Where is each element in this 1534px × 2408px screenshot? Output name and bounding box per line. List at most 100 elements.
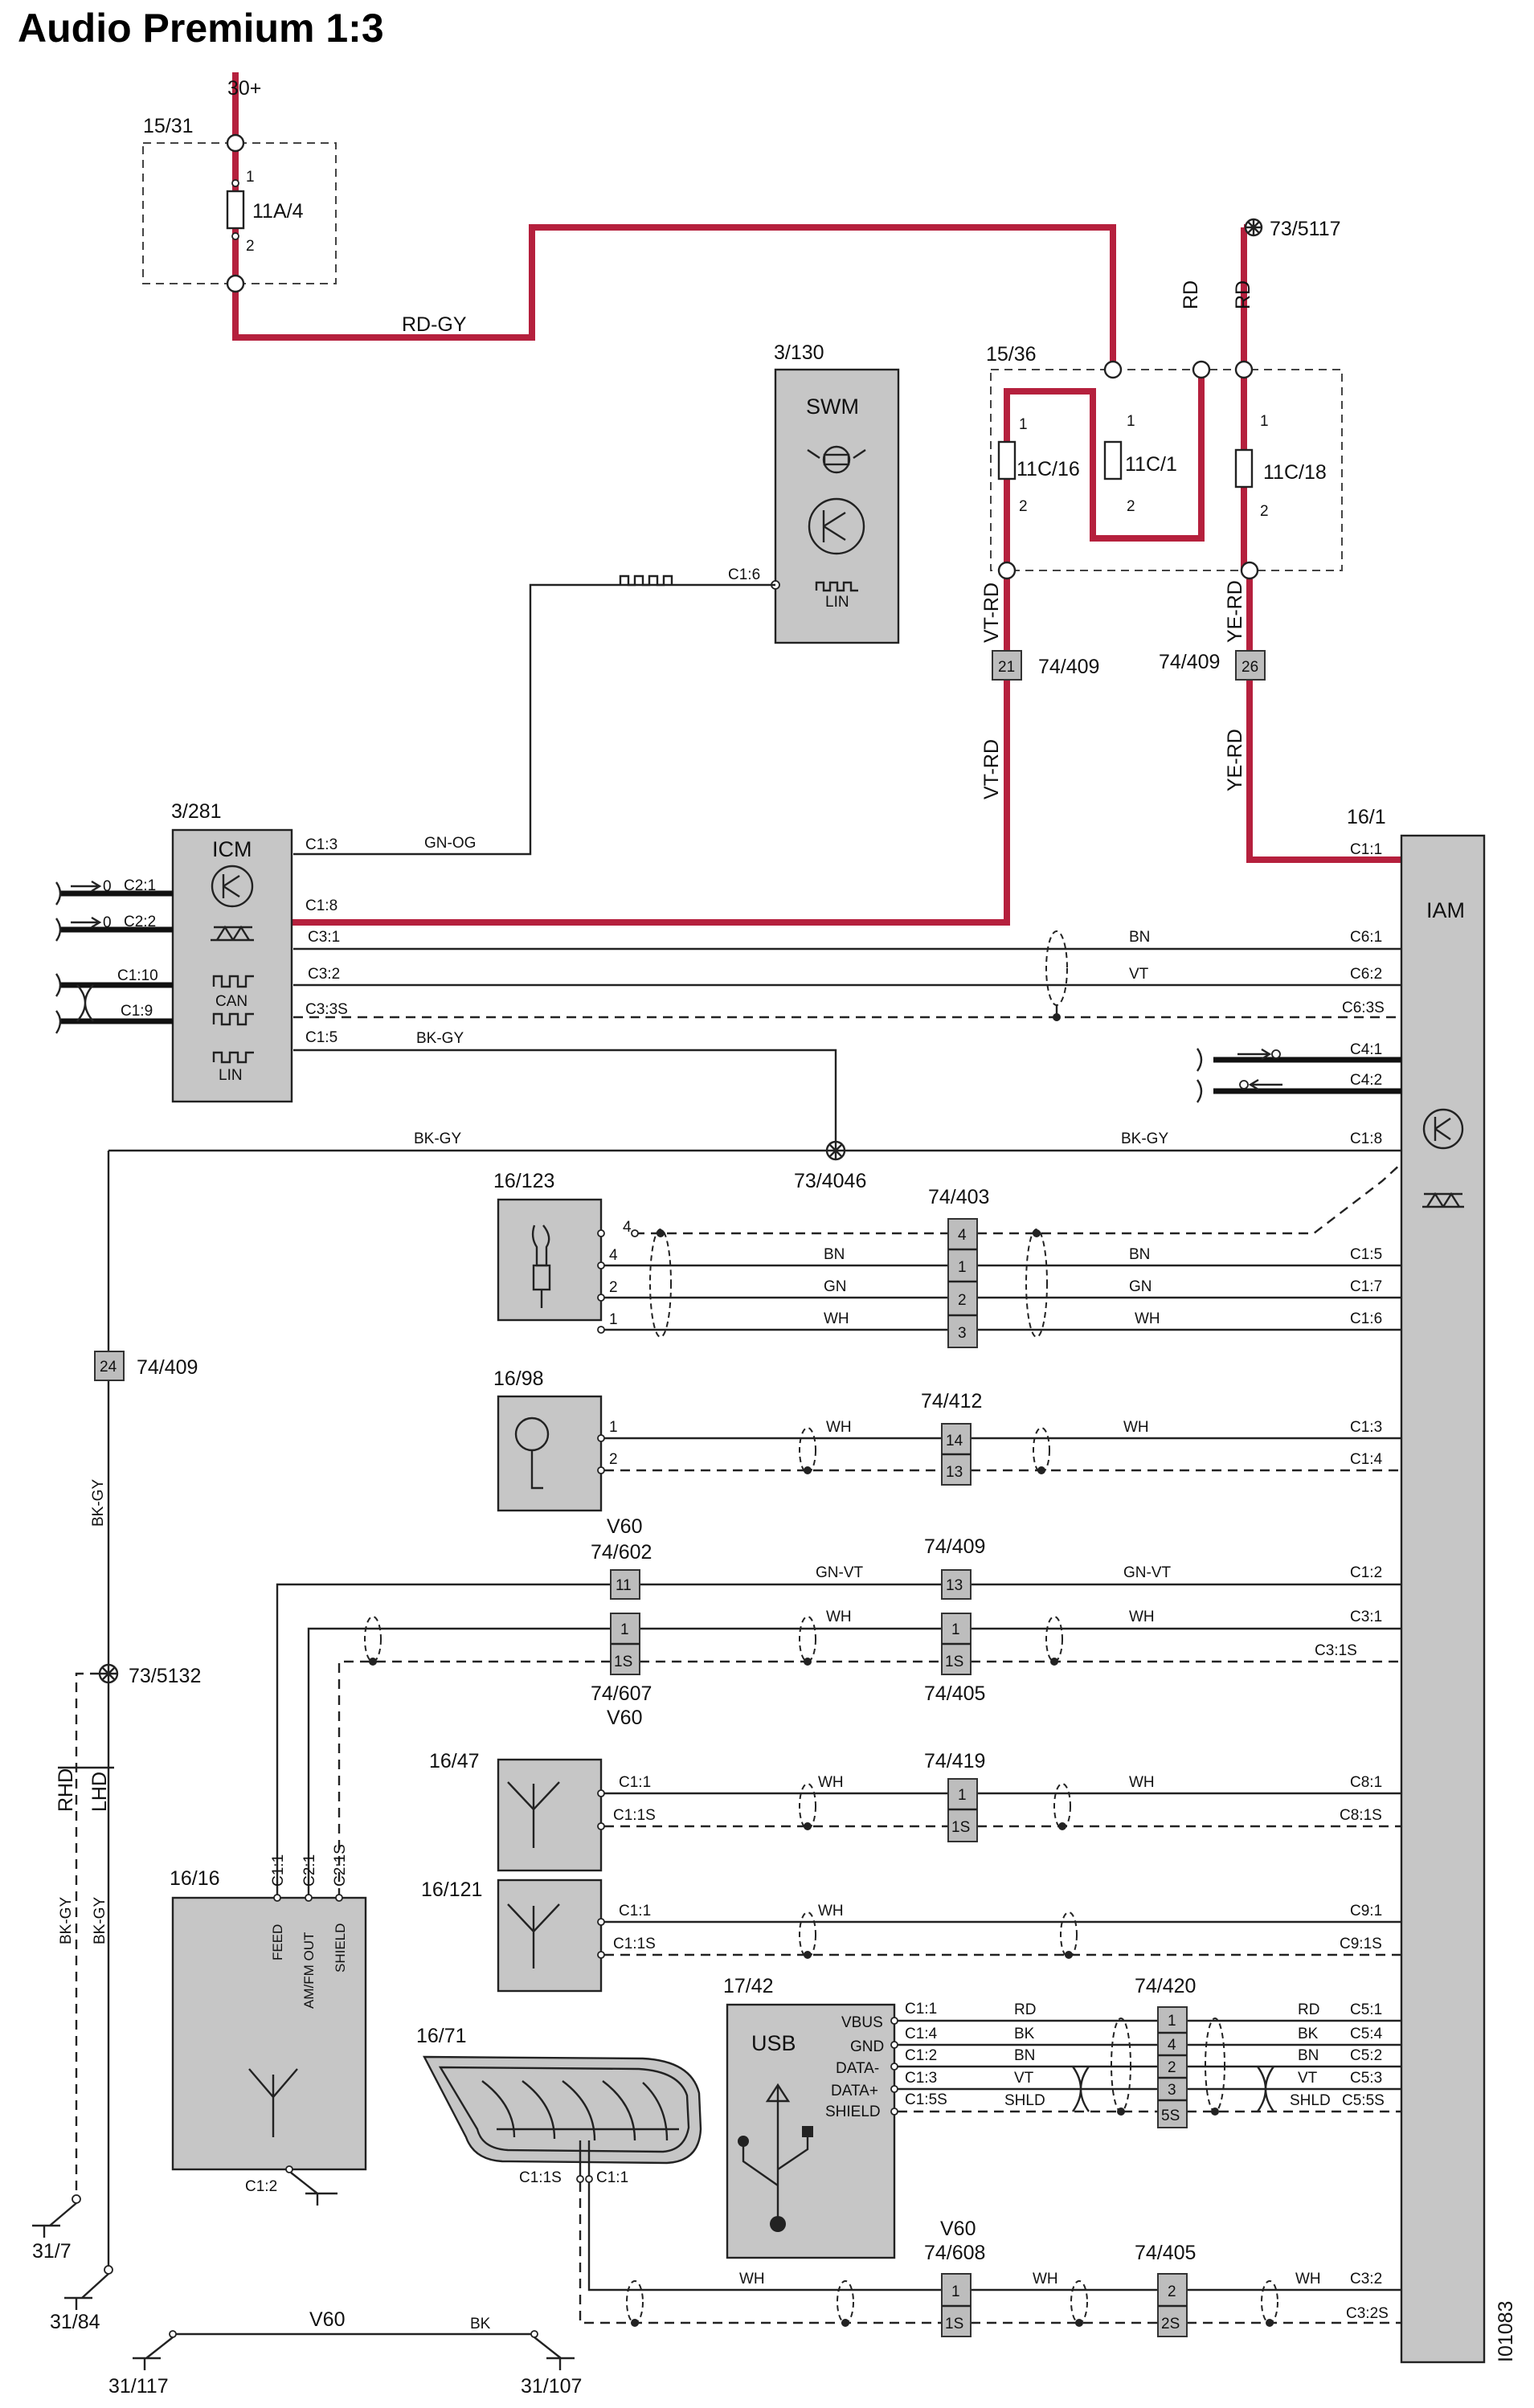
pin-label: C1:8 (305, 897, 337, 914)
pin-label: C3:1S (1315, 1642, 1357, 1659)
usb-port-17-42: 17/42 USB VBUS GND DATA- DATA+ SHIELD C1… (723, 1975, 1401, 2259)
wire-label-rd-gy: RD-GY (402, 313, 467, 336)
v60-label: V60 (607, 1515, 642, 1538)
pin-label: C1:5 (305, 1029, 337, 1046)
pin-label: C1:3 (1350, 1419, 1382, 1436)
v60-label: V60 (940, 2218, 976, 2240)
lin-signal-icon (212, 1051, 254, 1064)
pin-label: C3:2 (308, 966, 340, 983)
transistor-icon (808, 497, 865, 555)
wire-label-bk-gy: BK-GY (1121, 1130, 1168, 1147)
pin-label: C1:6 (728, 566, 760, 583)
pin-label: 13 (946, 1464, 963, 1481)
fusebox-15-31: 30+ 15/31 11A/4 1 2 RD-GY (142, 77, 467, 336)
icm-module: 3/281 ICM CAN LIN C1:3 C1:8 C3:1 C3:2 C3… (55, 800, 348, 1103)
lin-signal-icon (815, 581, 858, 592)
pin-label: 1S (951, 1819, 970, 1836)
antenna-icon (507, 1781, 560, 1848)
wire-label-bn: BN (1129, 1246, 1150, 1263)
pin-label: 2 (958, 1292, 967, 1309)
pin-label: C1:1 (596, 2169, 628, 2186)
wire-label-vt: VT (1014, 2070, 1034, 2087)
pin-label: C1:1S (613, 1936, 656, 1952)
icm-iam-wires: BN VT C6:1 C6:2 C6:3S BK-GY 73/4046 BK-G… (108, 841, 1401, 1192)
pin-label: 2 (1127, 498, 1135, 515)
wire-label-gn: GN (1129, 1278, 1152, 1295)
wire-label-rd: RD (1232, 280, 1254, 309)
feed-label: FEED (270, 1924, 285, 1960)
pin-label: C1:6 (1350, 1310, 1382, 1327)
splice-4046-label: 73/4046 (794, 1170, 866, 1192)
v60-label: V60 (309, 2308, 345, 2331)
wire-label-bk-gy: BK-GY (92, 1897, 108, 1944)
pin-label: 1S (945, 2316, 963, 2332)
pin-label: C1:5S (905, 2091, 947, 2108)
aux-ref-label: 16/123 (493, 1170, 554, 1192)
pin-label: C1:1 (619, 1774, 651, 1791)
iam-label: IAM (1426, 898, 1465, 922)
pin-label: 1 (609, 1419, 618, 1436)
pin-label: C2:1S (332, 1844, 349, 1887)
pin-label: 2 (609, 1451, 618, 1468)
pin-label: C5:3 (1350, 2070, 1382, 2087)
wire-label-ye-rd: YE-RD (1224, 729, 1246, 791)
diagram-title: Audio Premium 1:3 (18, 6, 384, 51)
lin-label: LIN (825, 594, 849, 611)
wire-label-wh: WH (818, 1903, 844, 1919)
ground-31-117-label: 31/117 (108, 2375, 169, 2398)
pin-label: 4 (623, 1219, 632, 1236)
ground-31-7-label: 31/7 (32, 2240, 72, 2263)
fusebox-15-31-label: 15/31 (143, 115, 194, 137)
pin-label: 21 (998, 659, 1015, 676)
connector-74-409-label: 74/409 (924, 1535, 985, 1558)
pin-label: 2 (1168, 2283, 1176, 2300)
pin-label: 2 (1019, 498, 1028, 515)
wire-label-gn-vt: GN-VT (816, 1564, 864, 1581)
antenna-icon (507, 1903, 560, 1969)
wire-label-wh: WH (1295, 2271, 1321, 2287)
wire-label-shld: SHLD (1290, 2092, 1331, 2109)
ground-31-84-label: 31/84 (50, 2311, 100, 2333)
bottom-ground-link: V60 BK 31/117 31/107 (108, 2308, 582, 2398)
pin-label: C9:1S (1340, 1936, 1382, 1952)
pin-label: 1 (1127, 413, 1135, 430)
ground-5117-label: 73/5117 (1270, 218, 1341, 240)
pin-label: 4 (1168, 2037, 1176, 2054)
wire-label-wh: WH (826, 1419, 852, 1436)
connector-74-419-label: 74/419 (924, 1750, 985, 1772)
icm-ref-label: 3/281 (171, 800, 222, 823)
wire-label-gn: GN (824, 1278, 847, 1295)
pin-label: 4 (609, 1247, 618, 1264)
pin-label: 1 (609, 1311, 618, 1328)
pin-label: 2 (609, 1279, 618, 1296)
pin-label: C3:1 (1350, 1609, 1382, 1625)
antenna-icon (248, 2068, 298, 2137)
pin-label: C1:3 (305, 836, 337, 853)
pin-label: 5S (1161, 2108, 1180, 2124)
pin-label: 4 (958, 1227, 967, 1244)
fuse-11c1-label: 11C/1 (1125, 453, 1177, 476)
iam-ref-label: 16/1 (1347, 806, 1386, 828)
wire-label-wh: WH (1135, 1310, 1160, 1327)
wire-label-bn: BN (1298, 2047, 1319, 2064)
power-wires (232, 72, 1401, 926)
pin-label: 2 (1168, 2059, 1176, 2076)
antenna-amplifier-16-16: 16/16 C1:1 C2:1 C2:1S FEED AM/FM OUT SHI… (170, 1844, 367, 2206)
pin-label: 2S (1161, 2316, 1180, 2332)
pin-label: 1 (620, 1621, 629, 1638)
antenna-16-121: 16/121 C1:1 C1:1S WH C9:1 C9:1S (421, 1879, 1401, 1993)
pin-label: 14 (946, 1433, 963, 1449)
swm-module: 3/130 SWM LIN C1:6 GN-OG (293, 341, 900, 856)
usb-data-plus-label: DATA+ (831, 2083, 878, 2099)
pin-label: C6:2 (1350, 966, 1382, 983)
pin-label: C1:2 (905, 2047, 937, 2064)
wire-label-wh: WH (739, 2271, 765, 2287)
icm-label: ICM (212, 837, 252, 861)
pin-label: C4:2 (1350, 1072, 1382, 1089)
wire-label-wh: WH (1123, 1419, 1149, 1436)
v60-label: V60 (607, 1707, 642, 1729)
pin-label: C1:8 (1350, 1130, 1382, 1147)
wire-label-bk: BK (1298, 2026, 1319, 2042)
wire-label-vt-rd: VT-RD (980, 583, 1003, 643)
connector-74-420-label: 74/420 (1135, 1975, 1196, 1997)
